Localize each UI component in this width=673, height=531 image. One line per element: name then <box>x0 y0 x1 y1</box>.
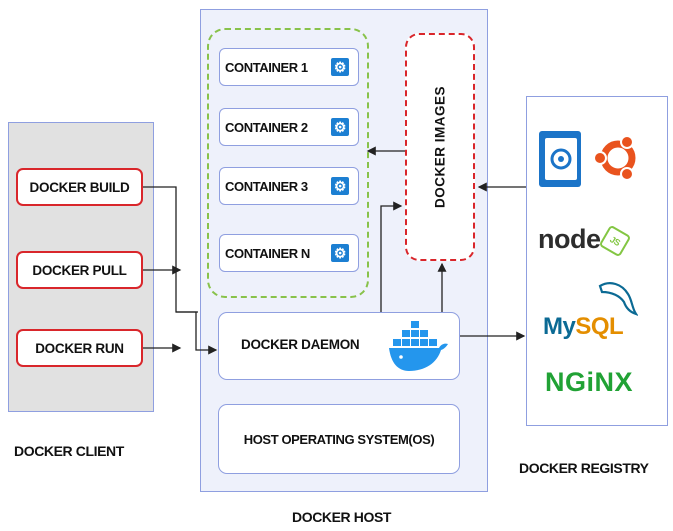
docker-host-caption: DOCKER HOST <box>292 509 392 525</box>
docker-build-command: DOCKER BUILD <box>16 168 143 206</box>
gear-icon: ⚙ <box>331 244 349 262</box>
mysql-text: My <box>543 313 576 340</box>
docker-registry-caption: DOCKER REGISTRY <box>519 460 649 476</box>
container-2: CONTAINER 2 ⚙ <box>219 108 359 146</box>
docker-images-box <box>405 33 475 261</box>
gear-icon: ⚙ <box>331 58 349 76</box>
ubuntu-icon <box>593 135 636 181</box>
container-label: CONTAINER 1 <box>225 59 308 75</box>
docker-pull-command: DOCKER PULL <box>16 251 143 289</box>
mysql-sql-text: SQL <box>575 313 624 340</box>
docker-whale-icon <box>389 321 448 371</box>
container-1: CONTAINER 1 ⚙ <box>219 48 359 86</box>
containers-group <box>207 28 369 298</box>
debian-like-icon <box>539 131 581 187</box>
gear-icon: ⚙ <box>331 118 349 136</box>
docker-daemon-label: DOCKER DAEMON <box>241 337 360 352</box>
container-3: CONTAINER 3 ⚙ <box>219 167 359 205</box>
container-n: CONTAINER N ⚙ <box>219 234 359 272</box>
mysql-dolphin-icon <box>598 282 638 316</box>
gear-icon: ⚙ <box>331 177 349 195</box>
docker-run-command: DOCKER RUN <box>16 329 143 367</box>
container-label: CONTAINER 2 <box>225 119 308 135</box>
container-label: CONTAINER 3 <box>225 178 308 194</box>
docker-daemon-box: DOCKER DAEMON <box>218 312 460 380</box>
host-os-box: HOST OPERATING SYSTEM(OS) <box>218 404 460 474</box>
nodejs-text: node <box>538 224 601 254</box>
build-connector <box>143 186 218 355</box>
mysql-logo: MySQL <box>543 313 624 341</box>
daemon-to-images-connector <box>380 201 403 312</box>
container-label: CONTAINER N <box>225 245 310 261</box>
docker-client-caption: DOCKER CLIENT <box>14 443 124 459</box>
nginx-logo: NGiNX <box>545 367 634 397</box>
